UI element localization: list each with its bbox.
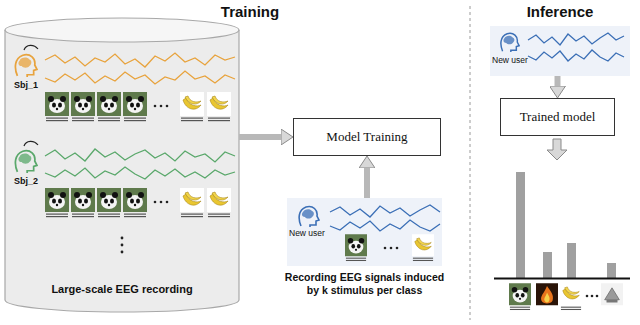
user-panel (490, 26, 630, 76)
cylinder-top (5, 18, 239, 42)
process-box: Model Training (293, 118, 441, 156)
stimulus-image (207, 92, 231, 121)
ellipsis-dot (596, 295, 599, 298)
stimulus-image (45, 188, 69, 217)
brain-icon (15, 55, 36, 77)
section-heading: Training (180, 3, 320, 21)
brain-icon (501, 33, 519, 52)
ellipsis-dot (154, 201, 157, 204)
ellipsis-dot (396, 247, 399, 250)
stimulus-image (71, 92, 95, 121)
eeg-wave (45, 149, 235, 162)
flow-arrow (239, 134, 281, 140)
eeg-wave (330, 220, 440, 231)
stimulus-image (180, 188, 204, 217)
stimulus-arrow (24, 45, 38, 50)
stimulus-image (123, 188, 147, 217)
section-heading: Inference (490, 3, 630, 21)
eeg-wave (45, 53, 235, 67)
stimulus-image (97, 92, 121, 121)
node-text: Trained model (520, 109, 596, 125)
ellipsis-dot (586, 295, 589, 298)
class-image (509, 283, 531, 310)
user-node: New user (490, 26, 630, 76)
flow-arrow (555, 76, 561, 86)
ellipsis-dot (121, 237, 124, 240)
output-arrow (547, 139, 567, 160)
class-image (601, 283, 623, 305)
ellipsis-dot (166, 105, 169, 108)
stimulus-image (123, 92, 147, 121)
class-image (560, 283, 582, 310)
eeg-wave (528, 50, 624, 61)
probability-bar (543, 252, 552, 278)
stimulus-arrow (24, 141, 38, 146)
probability-bar (567, 243, 576, 278)
node-text: New user (289, 228, 325, 238)
user-panel (287, 198, 442, 266)
class-image (536, 283, 558, 305)
user-node: New user (287, 198, 442, 266)
chart-baseline (494, 278, 630, 280)
brain-icon (299, 207, 319, 227)
ellipsis-dot (154, 105, 157, 108)
stimulus-image (345, 234, 367, 261)
stimulus-image (412, 234, 434, 261)
stimulus-image (207, 188, 231, 217)
ellipsis-dot (121, 251, 124, 254)
process-box: Trained model (500, 98, 615, 136)
stimulus-image (45, 92, 69, 121)
subject-label: Sbj_2 (4, 176, 48, 187)
probability-bar (607, 263, 616, 278)
ellipsis-dot (390, 247, 393, 250)
probability-bar (516, 172, 525, 278)
ellipsis-dot (160, 201, 163, 204)
eeg-wave (528, 33, 624, 45)
stimulus-image (180, 92, 204, 121)
eeg-wave (45, 71, 235, 84)
node-text: New user (492, 55, 528, 65)
brain-icon (15, 151, 36, 173)
step-caption: Recording EEG signals induced by k stimu… (282, 271, 447, 296)
flow-arrow (364, 168, 370, 198)
database-node: Large-scale EEG recording (5, 42, 239, 304)
ellipsis-dot (160, 105, 163, 108)
ellipsis-dot (121, 244, 124, 247)
section-divider (470, 6, 471, 320)
subject-label: Sbj_1 (4, 80, 48, 91)
stimulus-image (71, 188, 95, 217)
node-text: Large-scale EEG recording (51, 283, 192, 296)
stimulus-image (97, 188, 121, 217)
ellipsis-dot (166, 201, 169, 204)
eeg-wave (330, 205, 440, 217)
eeg-wave (45, 167, 235, 179)
database-cylinder (5, 30, 239, 312)
node-text: Model Training (326, 129, 407, 145)
ellipsis-dot (591, 295, 594, 298)
ellipsis-dot (384, 247, 387, 250)
